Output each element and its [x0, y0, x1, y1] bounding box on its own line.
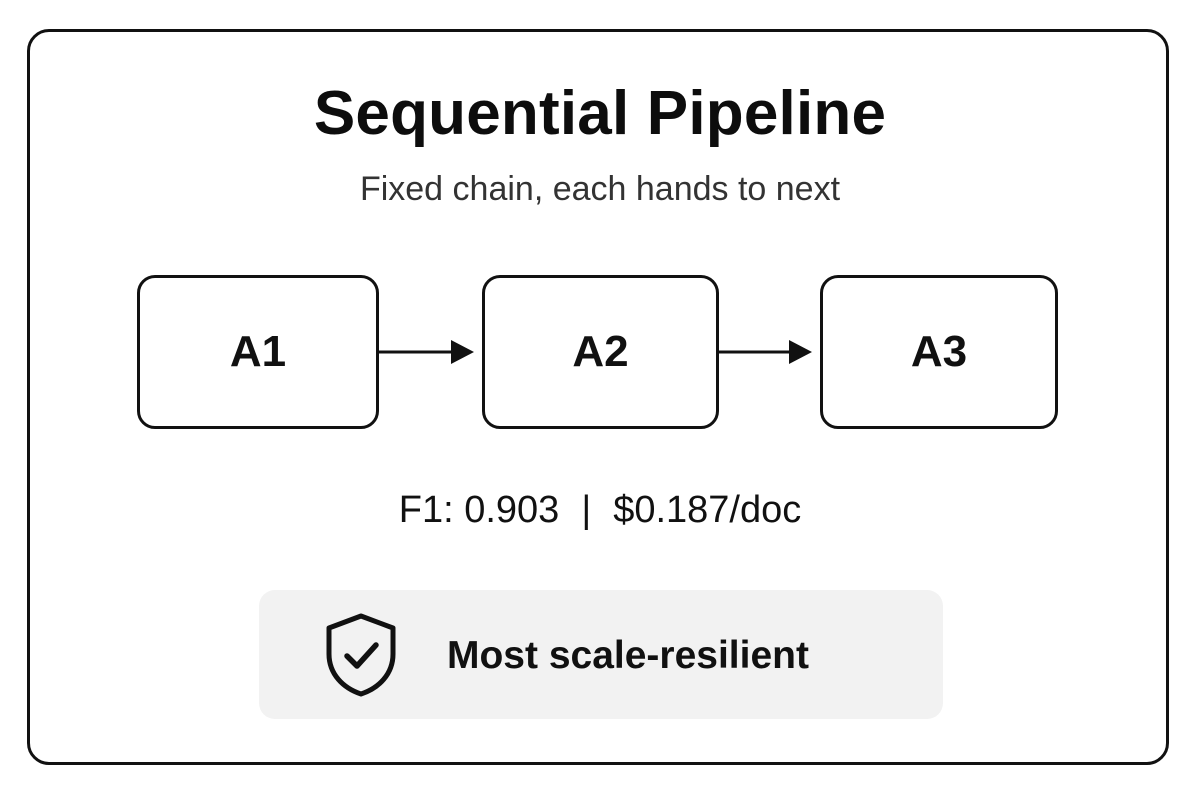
metrics-line: F1: 0.903 | $0.187/doc: [0, 487, 1200, 533]
pipeline-node-a3: A3: [820, 275, 1058, 429]
scale-resilience-badge: [259, 590, 943, 719]
f1-value: 0.903: [464, 489, 560, 531]
cost-per-doc: $0.187/doc: [613, 489, 802, 531]
f1-label: F1:: [398, 489, 454, 531]
arrow-a2-to-a3: [719, 340, 812, 364]
node-label-a2: A2: [572, 327, 629, 376]
pipeline-node-a2: A2: [482, 275, 719, 429]
diagram-title: Sequential Pipeline: [313, 79, 887, 148]
metrics-separator: |: [581, 489, 592, 531]
badge-label: Most scale-resilient: [447, 634, 809, 677]
pipeline-node-a1: A1: [137, 275, 379, 429]
node-label-a1: A1: [229, 327, 287, 376]
shield-check-icon: [326, 613, 396, 697]
node-label-a3: A3: [910, 327, 968, 376]
diagram-subtitle: Fixed chain, each hands to next: [359, 170, 841, 208]
arrow-a1-to-a2: [379, 340, 474, 364]
